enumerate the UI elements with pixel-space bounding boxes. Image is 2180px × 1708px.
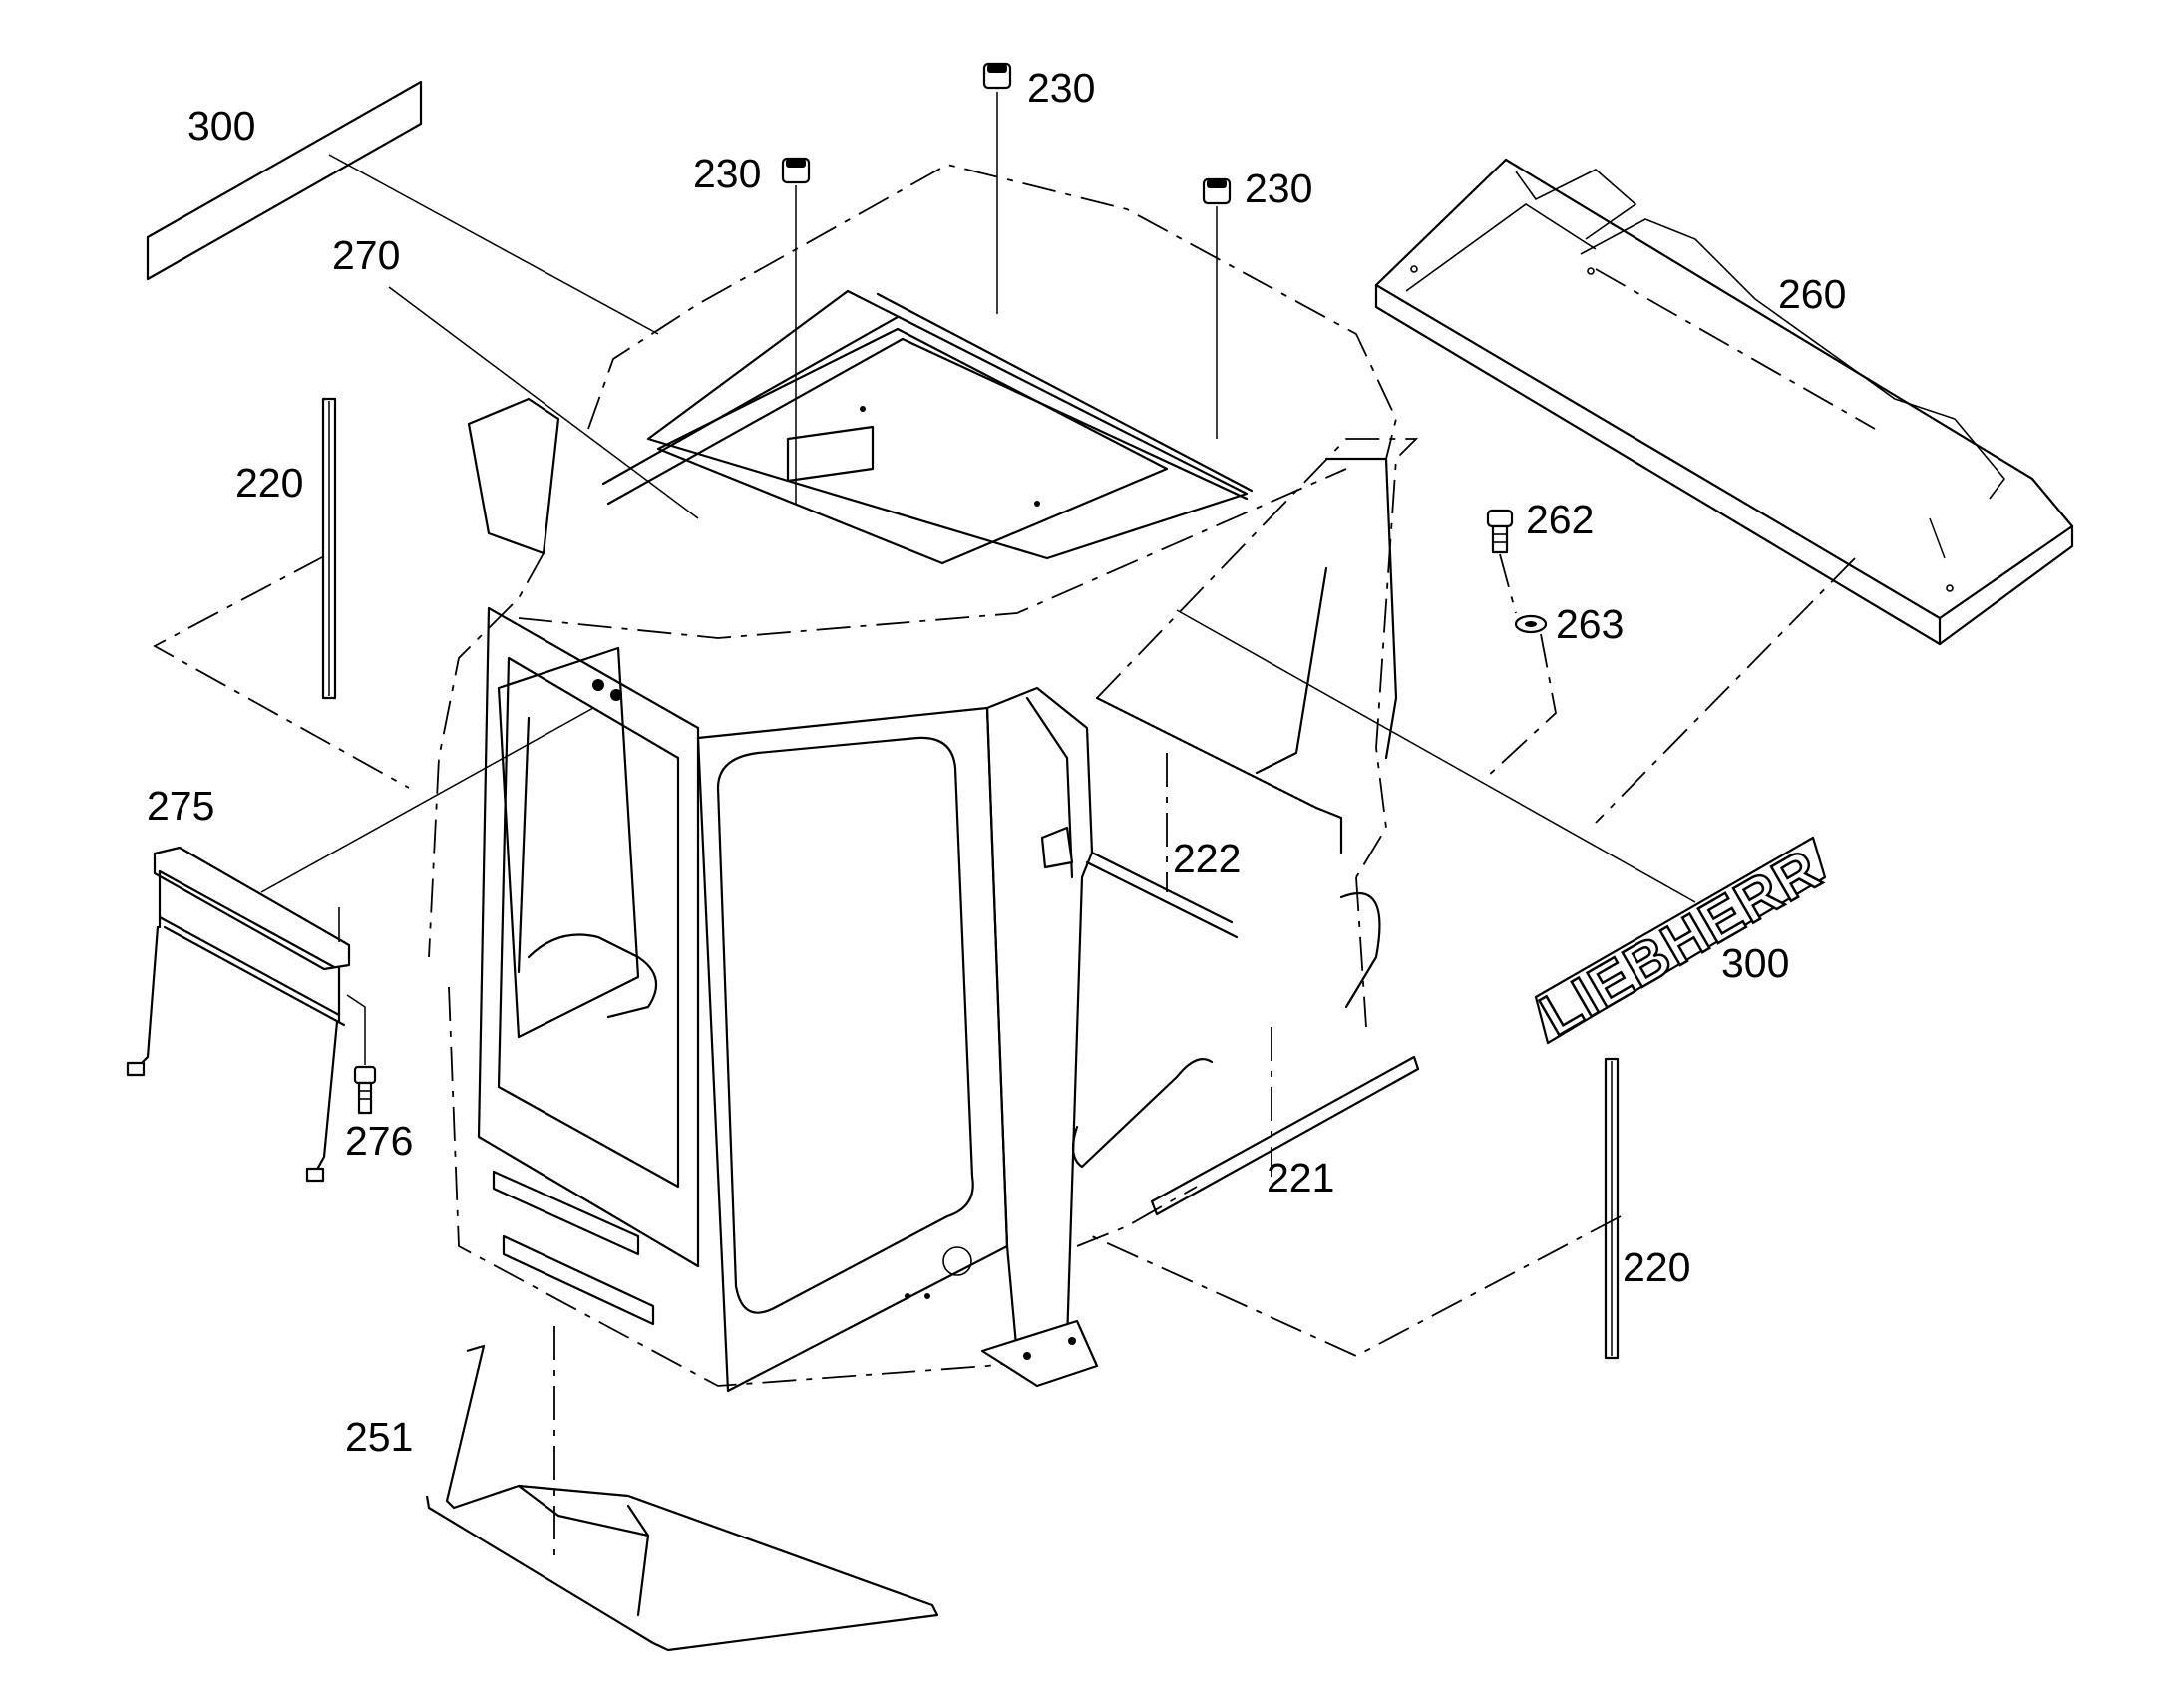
part-230-plug-a [982,62,1012,314]
label-222: 222 [1173,836,1241,881]
label-220-left: 220 [235,460,303,506]
part-275-sun-blind [126,707,594,1183]
part-262-bolt [1486,509,1517,614]
label-270: 270 [332,232,400,278]
label-275: 275 [147,783,214,829]
label-251: 251 [345,1414,413,1460]
part-251-floor-sill-frame [425,1326,939,1652]
part-220-right-seal-strip [1604,1057,1620,1360]
part-260-rear-cover [1374,158,2074,646]
label-230-a: 230 [1027,65,1095,111]
label-300-logo: 300 [1721,940,1789,986]
label-276: 276 [345,1118,413,1164]
part-276-screw [346,994,377,1115]
label-230-b: 230 [693,151,761,196]
part-labels: 300 230 230 230 270 260 220 262 263 275 … [147,65,1846,1460]
part-263-washer [1485,614,1557,779]
label-300-top: 300 [187,103,255,149]
leader-lines [388,286,1696,903]
label-221: 221 [1267,1155,1334,1200]
part-220-left-seal-strip [321,397,337,700]
label-220-right: 220 [1623,1244,1690,1290]
part-300-decal-strip [146,80,659,335]
cab-frame [153,164,1856,1393]
label-260: 260 [1778,271,1846,317]
label-263: 263 [1556,601,1624,647]
part-230-plug-b [781,157,811,504]
label-230-c: 230 [1245,166,1312,211]
part-230-plug-c [1202,177,1232,439]
label-262: 262 [1526,497,1594,542]
